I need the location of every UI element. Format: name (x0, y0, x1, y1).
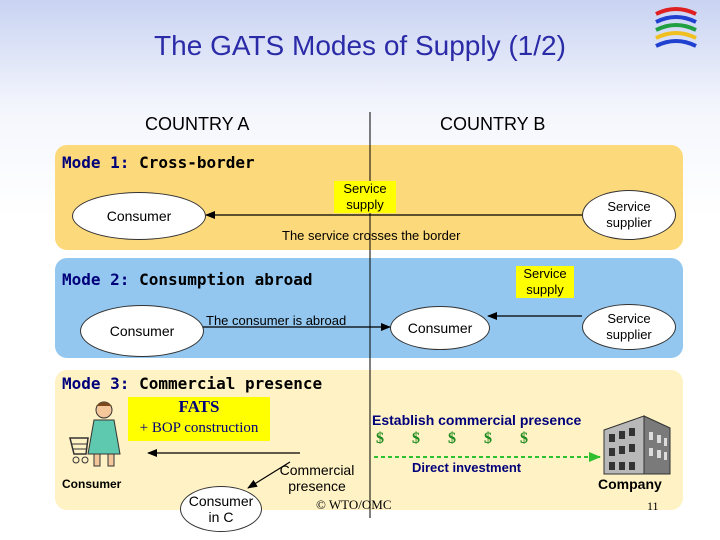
mode3-company: Company (598, 476, 662, 492)
mode3-fats-box: FATS + BOP construction (128, 397, 270, 441)
mode1-consumer-ellipse: Consumer (72, 192, 206, 240)
mode2-title: Mode 2: Consumption abroad (62, 270, 312, 289)
mode3-consumer-in-c-line2: in C (208, 509, 234, 525)
mode3-consumer: Consumer (62, 477, 122, 491)
mode2-service-supply: Service supply (516, 266, 574, 298)
mode3-commercial-presence-line2: presence (288, 478, 346, 494)
footer-copyright: © WTO/OMC (316, 497, 392, 512)
mode3-consumer-in-c-ellipse: Consumer in C (180, 486, 262, 532)
mode2-consumer-home-ellipse: Consumer (80, 305, 204, 357)
country-b-label: COUNTRY B (440, 114, 546, 134)
mode1-supplier-line1: Service (607, 199, 651, 214)
mode2-consumer-abroad-ellipse: Consumer (390, 306, 490, 350)
mode2-supplier-line2: supplier (606, 327, 652, 342)
mode3-fats: FATS (178, 397, 220, 416)
mode3-name: Commercial presence (139, 374, 323, 393)
mode3-dollars: $ $ $ $ $ (376, 430, 528, 447)
mode3-label: Mode 3: (62, 374, 130, 393)
mode1-name: Cross-border (139, 153, 255, 172)
mode1-service-supply-line2: supply (346, 197, 384, 212)
mode2-supplier-line1: Service (607, 311, 651, 326)
mode2-service-supply-line1: Service (523, 266, 567, 281)
mode1-label: Mode 1: (62, 153, 130, 172)
mode1-service-supply-line1: Service (343, 181, 387, 196)
country-a-label: COUNTRY A (145, 114, 250, 134)
mode2-name: Consumption abroad (139, 270, 313, 289)
mode3-commercial-presence: Commercial presence (272, 462, 362, 494)
slide-title: The GATS Modes of Supply (1/2) (154, 30, 566, 61)
mode2-label: Mode 2: (62, 270, 130, 289)
page-number: 11 (647, 499, 659, 513)
mode2-supplier-ellipse: Service supplier (582, 304, 676, 350)
mode1-supplier-ellipse: Service supplier (582, 190, 676, 240)
mode3-title: Mode 3: Commercial presence (62, 374, 322, 393)
mode1-service-supply: Service supply (334, 181, 396, 213)
mode2-abroad-text: The consumer is abroad (206, 313, 347, 328)
mode1-supplier-line2: supplier (606, 215, 652, 230)
mode3-consumer-arrow (247, 461, 291, 489)
mode1-consumer: Consumer (106, 208, 172, 224)
mode3-bop: + BOP construction (139, 420, 259, 436)
mode2-consumer-home: Consumer (109, 323, 175, 339)
wto-logo-icon (655, 7, 697, 48)
mode1-title: Mode 1: Cross-border (62, 153, 255, 172)
shopping-consumer-icon (69, 401, 121, 467)
mode2-consumer-abroad: Consumer (407, 320, 473, 336)
mode1-crossing-text: The service crosses the border (282, 228, 461, 243)
mode3-establish-text: Establish commercial presence (372, 412, 582, 428)
mode3-investment-text: Direct investment (412, 460, 522, 475)
mode3-commercial-presence-line1: Commercial (279, 462, 355, 478)
mode3-consumer-in-c-line1: Consumer (188, 493, 254, 509)
mode2-service-supply-line2: supply (526, 282, 564, 297)
company-building-icon (603, 415, 671, 475)
